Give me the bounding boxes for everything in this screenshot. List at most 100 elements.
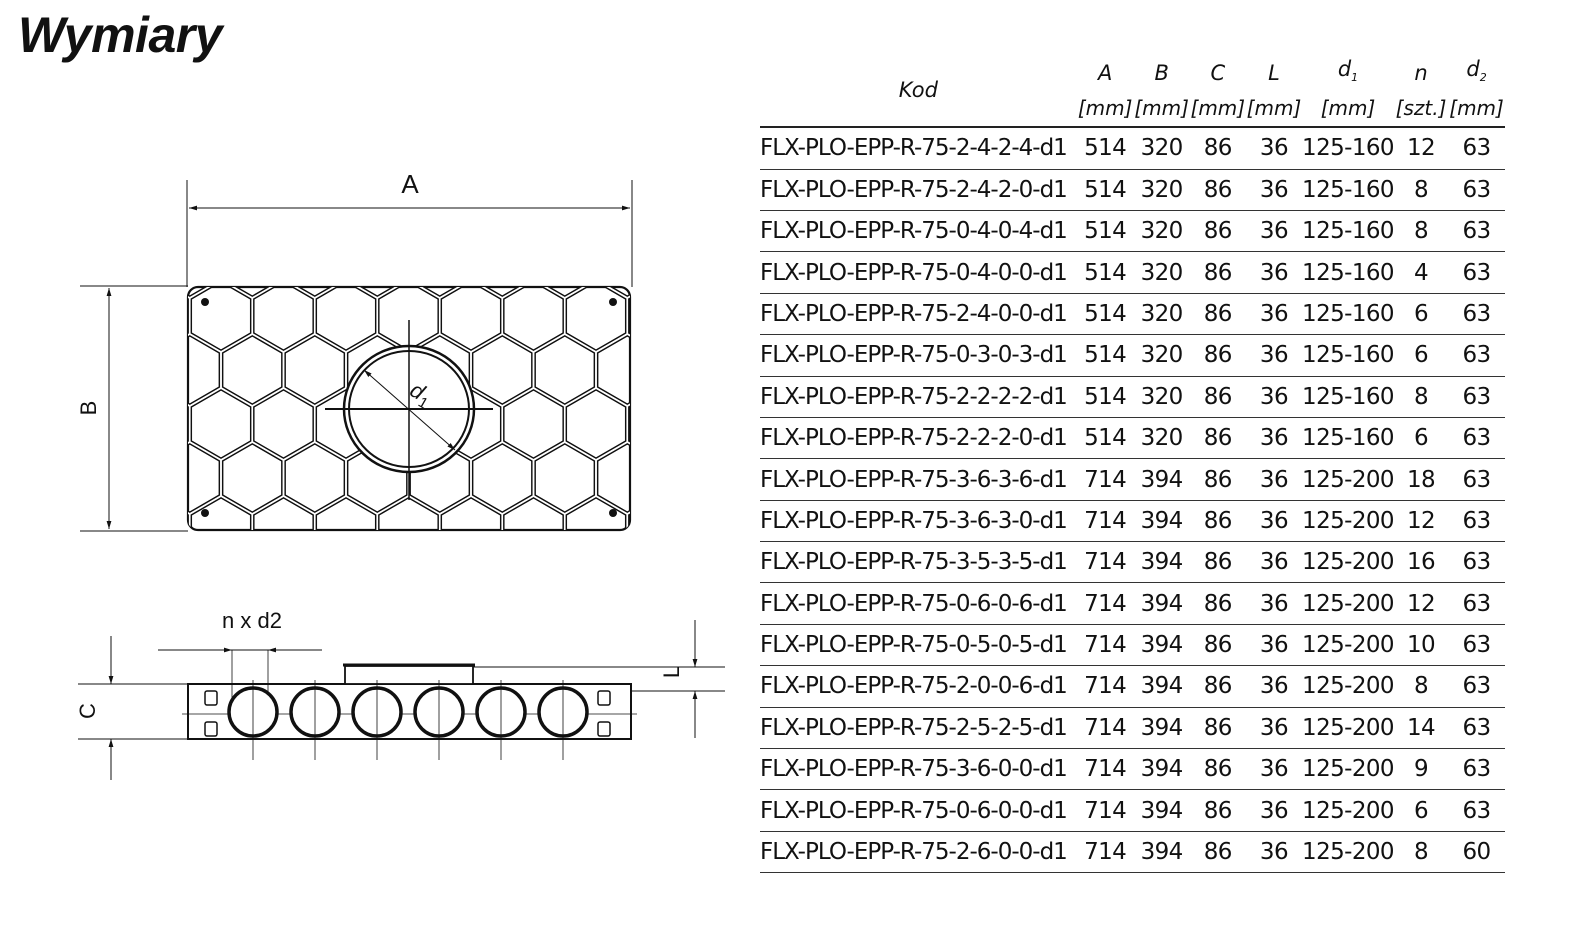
cell-value: 125-160: [1302, 210, 1395, 253]
cell-value: 125-160: [1302, 251, 1395, 294]
cell-value: 14: [1393, 707, 1449, 750]
cell-value: 320: [1133, 376, 1190, 418]
cell-value: 125-200: [1302, 500, 1395, 543]
cell-value: 63: [1448, 748, 1505, 791]
cell-value: 394: [1133, 624, 1190, 667]
cell-kod: FLX-PLO-EPP-R-75-0-4-0-4-d1: [760, 210, 1077, 253]
cell-value: 36: [1245, 334, 1303, 377]
header-d2: d2: [1448, 54, 1505, 93]
header-unit: [mm]: [1076, 93, 1134, 129]
cell-kod: FLX-PLO-EPP-R-75-2-2-2-2-d1: [760, 376, 1077, 418]
cell-value: 86: [1189, 831, 1246, 874]
cell-value: 8: [1393, 210, 1449, 253]
cell-value: 63: [1448, 582, 1505, 625]
cell-value: 514: [1076, 417, 1134, 460]
cell-value: 12: [1393, 500, 1449, 543]
cell-value: 36: [1245, 127, 1303, 170]
cell-value: 125-200: [1302, 789, 1395, 832]
cell-value: 514: [1076, 210, 1134, 253]
cell-value: 125-200: [1302, 831, 1395, 874]
dim-label-c: C: [75, 703, 100, 719]
header-unit: [mm]: [1245, 93, 1303, 129]
cell-value: 16: [1393, 541, 1449, 584]
cell-value: 394: [1133, 582, 1190, 625]
cell-value: 320: [1133, 334, 1190, 377]
cell-kod: FLX-PLO-EPP-R-75-2-4-2-0-d1: [760, 169, 1077, 211]
cell-value: 125-160: [1302, 417, 1395, 460]
cell-value: 394: [1133, 748, 1190, 791]
cell-value: 86: [1189, 169, 1246, 211]
cell-value: 63: [1448, 127, 1505, 170]
cell-value: 63: [1448, 665, 1505, 708]
cell-value: 394: [1133, 831, 1190, 874]
cell-value: 36: [1245, 541, 1303, 584]
cell-value: 36: [1245, 251, 1303, 294]
cell-value: 6: [1393, 334, 1449, 377]
cell-value: 12: [1393, 582, 1449, 625]
cell-value: 714: [1076, 748, 1134, 791]
top-view: [80, 180, 633, 532]
cell-value: 8: [1393, 665, 1449, 708]
header-subscript: 1: [1351, 71, 1359, 85]
cell-value: 394: [1133, 541, 1190, 584]
cell-kod: FLX-PLO-EPP-R-75-2-0-0-6-d1: [760, 665, 1077, 708]
cell-value: 125-200: [1302, 582, 1395, 625]
cell-value: 320: [1133, 293, 1190, 336]
header-unit: [mm]: [1302, 93, 1394, 129]
cell-value: 394: [1133, 500, 1190, 543]
cell-value: 394: [1133, 707, 1190, 750]
cell-value: 86: [1189, 293, 1246, 336]
cell-value: 86: [1189, 500, 1246, 543]
cell-kod: FLX-PLO-EPP-R-75-0-4-0-0-d1: [760, 251, 1077, 294]
cell-value: 36: [1245, 210, 1303, 253]
page-title: Wymiary: [18, 7, 223, 63]
cell-value: 86: [1189, 748, 1246, 791]
cell-value: 36: [1245, 707, 1303, 750]
cell-value: 714: [1076, 665, 1134, 708]
cell-value: 10: [1393, 624, 1449, 667]
cell-value: 320: [1133, 417, 1190, 460]
cell-value: 320: [1133, 251, 1190, 294]
header-kod: Kod: [760, 54, 1077, 129]
cell-value: 63: [1448, 417, 1505, 460]
cell-value: 63: [1448, 541, 1505, 584]
cell-kod: FLX-PLO-EPP-R-75-3-6-3-6-d1: [760, 458, 1077, 501]
cell-value: 36: [1245, 665, 1303, 708]
cell-value: 8: [1393, 831, 1449, 874]
cell-value: 86: [1189, 210, 1246, 253]
cell-value: 6: [1393, 293, 1449, 336]
cell-value: 714: [1076, 500, 1134, 543]
header-label: A: [1097, 61, 1113, 86]
cell-value: 63: [1448, 789, 1505, 832]
header-unit: [szt.]: [1393, 93, 1449, 129]
cell-value: 86: [1189, 665, 1246, 708]
cell-value: 63: [1448, 210, 1505, 253]
header-label: B: [1154, 61, 1169, 86]
cell-value: 125-200: [1302, 665, 1395, 708]
cell-value: 63: [1448, 334, 1505, 377]
cell-value: 36: [1245, 458, 1303, 501]
cell-value: 125-160: [1302, 334, 1395, 377]
cell-value: 63: [1448, 458, 1505, 501]
cell-value: 125-200: [1302, 541, 1395, 584]
header-label: C: [1210, 61, 1226, 86]
cell-value: 86: [1189, 707, 1246, 750]
header-d1: d1: [1302, 54, 1394, 93]
cell-value: 6: [1393, 417, 1449, 460]
cell-value: 86: [1189, 376, 1246, 418]
cell-kod: FLX-PLO-EPP-R-75-0-5-0-5-d1: [760, 624, 1077, 667]
cell-value: 86: [1189, 334, 1246, 377]
cell-value: 63: [1448, 293, 1505, 336]
cell-value: 36: [1245, 417, 1303, 460]
cell-value: 394: [1133, 458, 1190, 501]
cell-kod: FLX-PLO-EPP-R-75-0-6-0-0-d1: [760, 789, 1077, 832]
cell-value: 63: [1448, 376, 1505, 418]
